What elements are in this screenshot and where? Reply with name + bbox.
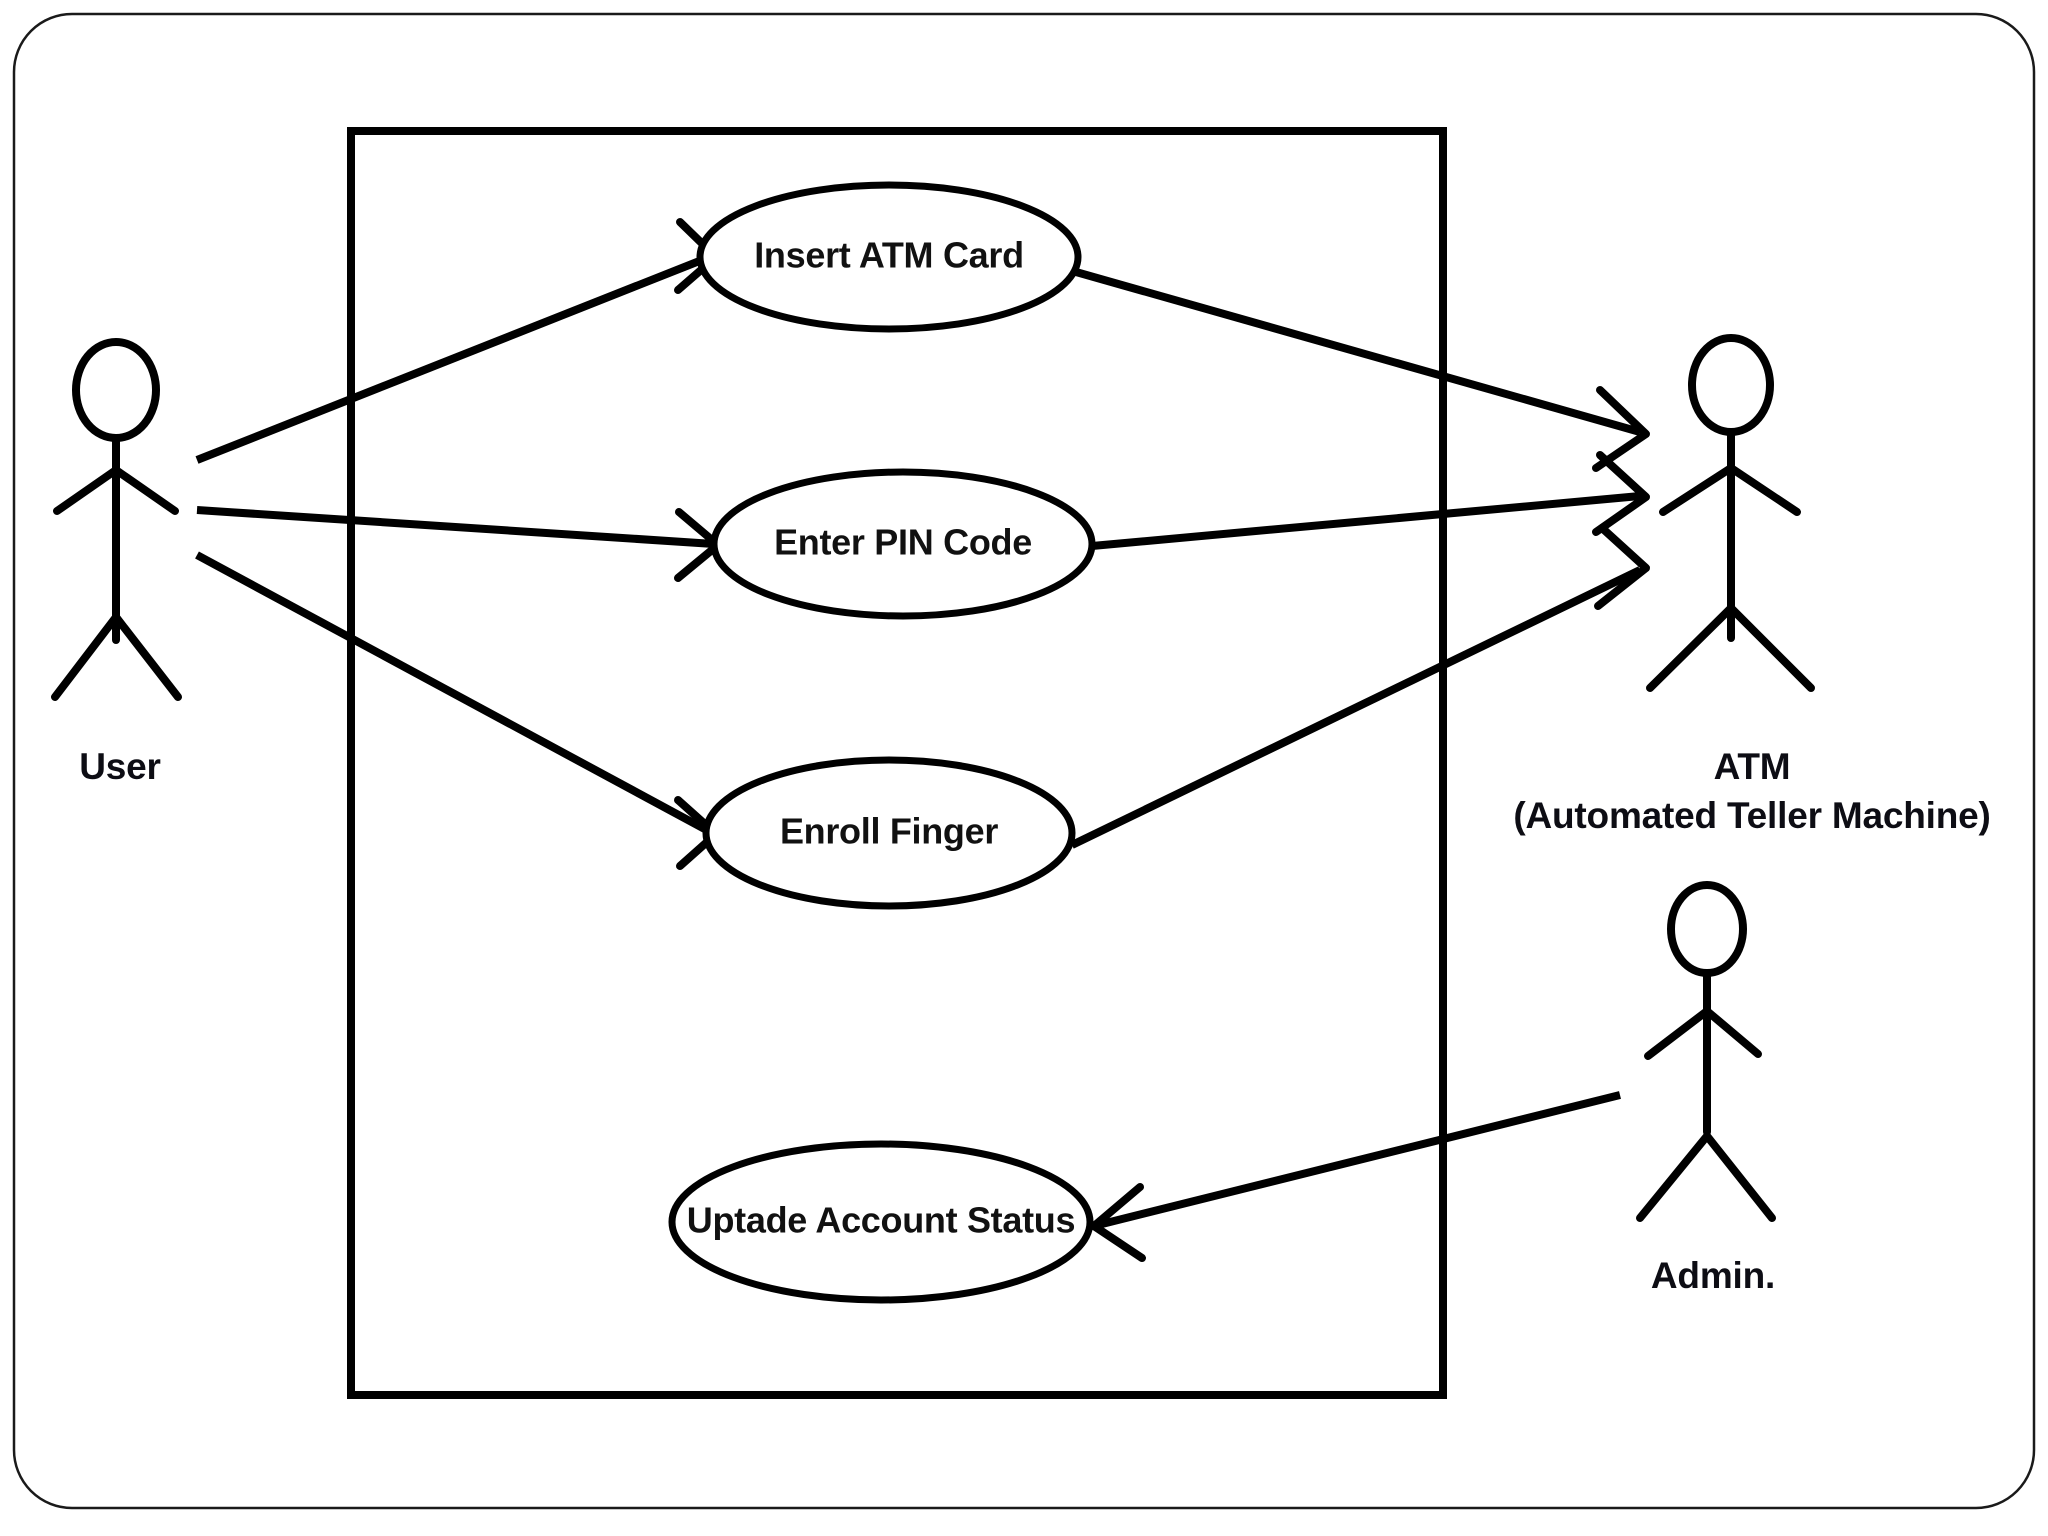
- use-case-label: Insert ATM Card: [754, 235, 1024, 276]
- actor-legs-icon: [1636, 1132, 1776, 1222]
- actor-atm[interactable]: ATM (Automated Teller Machine): [1513, 334, 1991, 836]
- use-case-uptade-account-status[interactable]: Uptade Account Status: [668, 1140, 1094, 1304]
- actor-label: Admin.: [1651, 1255, 1775, 1296]
- actor-legs-icon: [1646, 604, 1815, 692]
- actor-admin[interactable]: Admin.: [1636, 881, 1776, 1296]
- association-insert-atm-card-to-atm: [1074, 268, 1650, 472]
- use-case-enter-pin-code[interactable]: Enter PIN Code: [710, 468, 1096, 620]
- actor-user[interactable]: User: [51, 338, 182, 787]
- system-boundary-rect: [347, 127, 1447, 1399]
- actor-label: ATM: [1714, 746, 1791, 787]
- actor-label: User: [79, 746, 160, 787]
- association-enter-pin-code-to-atm: [1091, 451, 1650, 550]
- use-case-label: Enroll Finger: [780, 811, 998, 852]
- page-border-frame: [12, 12, 2036, 1510]
- use-case-enroll-finger[interactable]: Enroll Finger: [702, 756, 1076, 910]
- association-admin-to-uptade-account-status: [1090, 1091, 1621, 1262]
- actor-arms-icon: [1659, 464, 1801, 516]
- association-enroll-finger-to-atm: [1070, 524, 1650, 849]
- use-case-ellipse[interactable]: [710, 468, 1096, 620]
- use-case-ellipse[interactable]: [668, 1140, 1094, 1304]
- use-case-label: Enter PIN Code: [774, 522, 1032, 563]
- use-case-label: Uptade Account Status: [687, 1200, 1075, 1241]
- use-case-insert-atm-card[interactable]: Insert ATM Card: [696, 181, 1082, 333]
- use-case-ellipse[interactable]: [696, 181, 1082, 333]
- use-case-ellipse[interactable]: [702, 756, 1076, 910]
- actor-arms-icon: [1644, 1007, 1762, 1060]
- actor-legs-icon: [51, 613, 182, 701]
- actor-arms-icon: [53, 466, 179, 515]
- actor-label-secondary: (Automated Teller Machine): [1513, 795, 1990, 836]
